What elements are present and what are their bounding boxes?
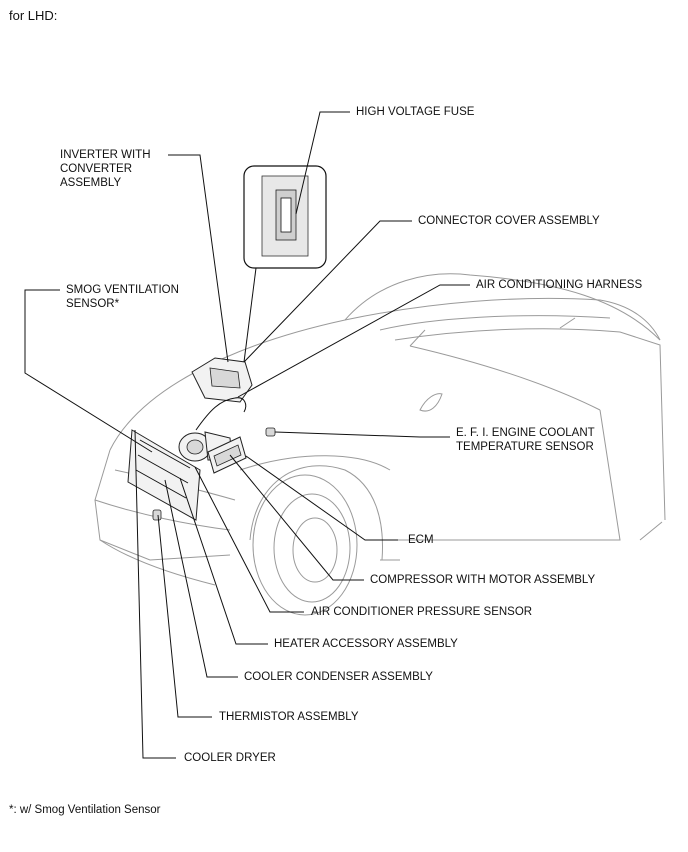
- callout-pressure-sensor: AIR CONDITIONER PRESSURE SENSOR: [311, 606, 533, 618]
- leader-lines: [24, 111, 470, 759]
- callout-thermistor: THERMISTOR ASSEMBLY: [219, 711, 359, 723]
- callout-heater-accessory: HEATER ACCESSORY ASSEMBLY: [274, 638, 458, 650]
- callout-compressor: COMPRESSOR WITH MOTOR ASSEMBLY: [370, 574, 596, 586]
- callout-ecm: ECM: [408, 534, 434, 546]
- callout-ac-harness: AIR CONDITIONING HARNESS: [476, 279, 643, 291]
- ac-harness-shape: [195, 397, 247, 431]
- page-title: for LHD:: [9, 8, 58, 23]
- inverter-assembly-shape: [191, 357, 253, 403]
- callout-cooler-condenser: COOLER CONDENSER ASSEMBLY: [244, 671, 433, 683]
- vehicle-outline: [94, 273, 666, 616]
- thermistor-shape: [152, 509, 162, 521]
- callout-high-voltage-fuse: HIGH VOLTAGE FUSE: [356, 106, 475, 118]
- callout-smog-sensor: SMOG VENTILATION SENSOR*: [66, 284, 179, 310]
- footnote: *: w/ Smog Ventilation Sensor: [9, 804, 161, 816]
- coolant-sensor-shape: [265, 427, 276, 437]
- compressor-shape: [178, 431, 233, 462]
- callout-connector-cover: CONNECTOR COVER ASSEMBLY: [418, 215, 600, 227]
- callout-cooler-dryer: COOLER DRYER: [184, 752, 276, 764]
- fuse-inset-box: [243, 165, 327, 269]
- ecm-shape: [207, 436, 247, 474]
- callout-coolant-sensor: E. F. I. ENGINE COOLANT TEMPERATURE SENS…: [456, 427, 595, 453]
- callout-inverter: INVERTER WITH CONVERTER ASSEMBLY: [60, 149, 151, 189]
